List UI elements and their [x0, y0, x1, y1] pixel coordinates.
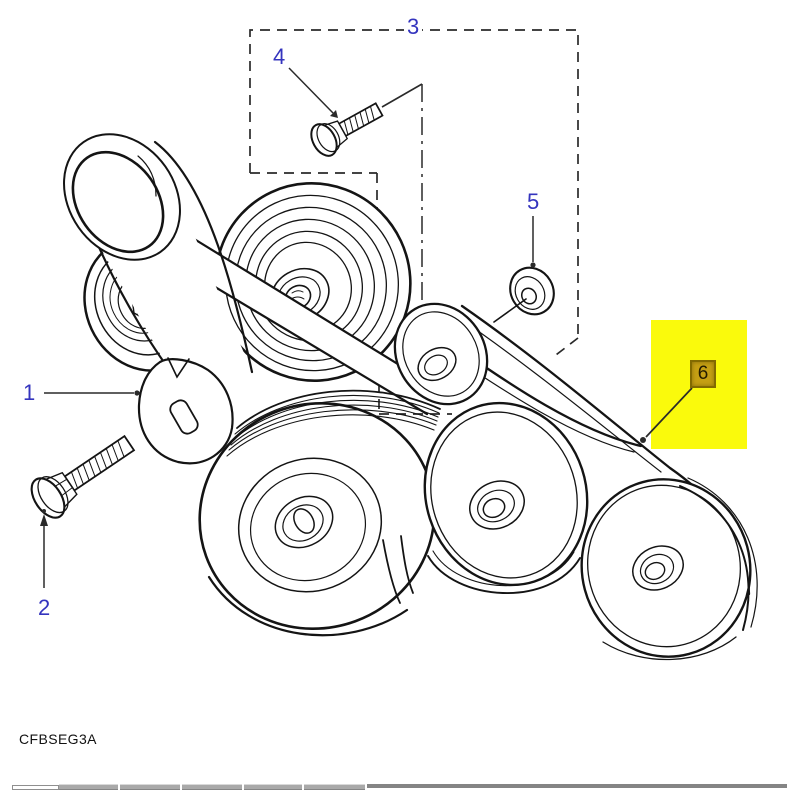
figure-code: CFBSEG3A: [19, 731, 97, 747]
callout-6-highlighted-badge[interactable]: 6: [690, 360, 716, 388]
belt-grooves: [226, 389, 441, 457]
belt-tensioner-arm: [63, 133, 254, 465]
leader-line-4: [288, 67, 338, 118]
callout-5[interactable]: 5: [527, 189, 540, 214]
leader-lines: [40, 67, 693, 588]
tensioner-idler-pulley-center: [393, 302, 489, 406]
callout-2[interactable]: 2: [38, 595, 51, 620]
bolt-part2: [30, 434, 136, 519]
table-cell-edge: [59, 784, 118, 790]
leader-line-2: [40, 509, 48, 588]
table-cell-edge: [244, 784, 302, 790]
crankshaft-pulley: [198, 389, 441, 637]
callout-1[interactable]: 1: [23, 380, 36, 405]
table-cell-edge: [182, 784, 242, 790]
belt-lower-link: [382, 535, 414, 604]
table-header-edge: [367, 784, 787, 788]
table-cell-edge: [120, 784, 180, 790]
water-pump-pulley: [423, 401, 589, 594]
table-cell-edge: [12, 785, 59, 790]
callout-3[interactable]: 3: [404, 16, 423, 38]
table-cell-edge: [304, 784, 365, 790]
leader-line-1: [44, 390, 140, 396]
leader-line-5: [530, 216, 536, 268]
idler-pulley-right: [580, 477, 758, 661]
spacer-grommet-part5: [493, 266, 555, 323]
leader-line-6: [640, 387, 693, 443]
callout-4[interactable]: 4: [273, 44, 286, 69]
bolt-part4: [310, 102, 384, 157]
